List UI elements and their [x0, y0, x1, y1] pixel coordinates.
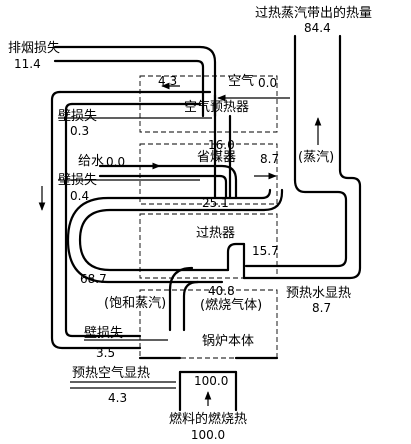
outer-loop-inner [64, 102, 142, 338]
label-preheat-water: 预热水显热 [286, 286, 352, 301]
value-superheater-inner: 15.7 [252, 244, 279, 258]
flue-gas-band-inner [53, 59, 205, 118]
label-fuel-heat: 燃料的燃烧热 [168, 412, 248, 427]
value-wall-loss-bottom: 3.5 [96, 346, 116, 360]
label-wall-loss-top: 壁损失 [58, 109, 98, 124]
value-flue-gas-loss: 11.4 [14, 57, 41, 71]
superheater-box [139, 213, 278, 279]
saturated-steam-band-right [182, 280, 200, 332]
value-wall-loss-top: 0.3 [70, 124, 90, 138]
value-preheat-air: 4.3 [108, 391, 128, 405]
label-preheat-air: 预热空气显热 [72, 366, 151, 381]
label-superheated-steam-heat: 过热蒸汽带出的热量 [255, 6, 373, 21]
label-economizer: 省煤器 [197, 150, 237, 165]
value-superheater-gas: 40.8 [208, 284, 235, 298]
steam-right-hook [242, 168, 362, 280]
value-air-in-left: 4.3 [158, 74, 178, 88]
value-fuel-heat: 100.0 [190, 428, 226, 442]
label-feedwater: 给水 [78, 154, 105, 169]
steam-right-hook-inner [244, 178, 348, 268]
value-preheat-water: 8.7 [312, 301, 332, 315]
label-wall-loss-bottom: 壁损失 [84, 326, 124, 341]
feedwater-band-bottom [98, 174, 228, 200]
flue-gas-band-outer [53, 45, 217, 118]
label-air: 空气 [228, 74, 255, 89]
value-wall-loss-mid: 0.4 [70, 189, 90, 203]
label-air-preheater: 空气预热器 [184, 100, 250, 115]
saturated-steam-band-left [168, 266, 194, 332]
air-preheater-box [139, 75, 278, 133]
label-steam: (蒸汽) [298, 150, 335, 165]
label-flue-gas-loss: 排烟损失 [8, 41, 61, 56]
fuel-input-band [178, 370, 238, 412]
outer-loop [50, 90, 217, 350]
value-left-loop: 68.7 [80, 272, 107, 286]
boiler-body-box [139, 289, 278, 359]
value-air-preheater-gas: 16.0 [208, 138, 235, 152]
superheater-s-curve-outer [78, 188, 284, 272]
value-economizer-right: 8.7 [260, 152, 280, 166]
feedwater-band-top [98, 164, 238, 200]
value-air-in: 0.0 [258, 76, 278, 90]
label-wall-loss-mid: 壁损失 [58, 173, 98, 188]
value-feedwater: 0.0 [106, 155, 126, 169]
label-combustion-gas: (燃烧气体) [200, 298, 263, 313]
label-saturated-steam: (饱和蒸汽) [104, 296, 167, 311]
combustion-gas-left [226, 242, 246, 272]
label-boiler-body: 锅炉本体 [202, 334, 255, 349]
value-fuel-input-inner: 100.0 [194, 374, 229, 388]
label-superheater: 过热器 [196, 226, 236, 241]
value-economizer-gas: 25.1 [202, 196, 229, 210]
value-superheated-steam: 84.4 [304, 21, 331, 35]
superheater-s-curve-inner [66, 188, 272, 284]
economizer-box [139, 143, 278, 205]
